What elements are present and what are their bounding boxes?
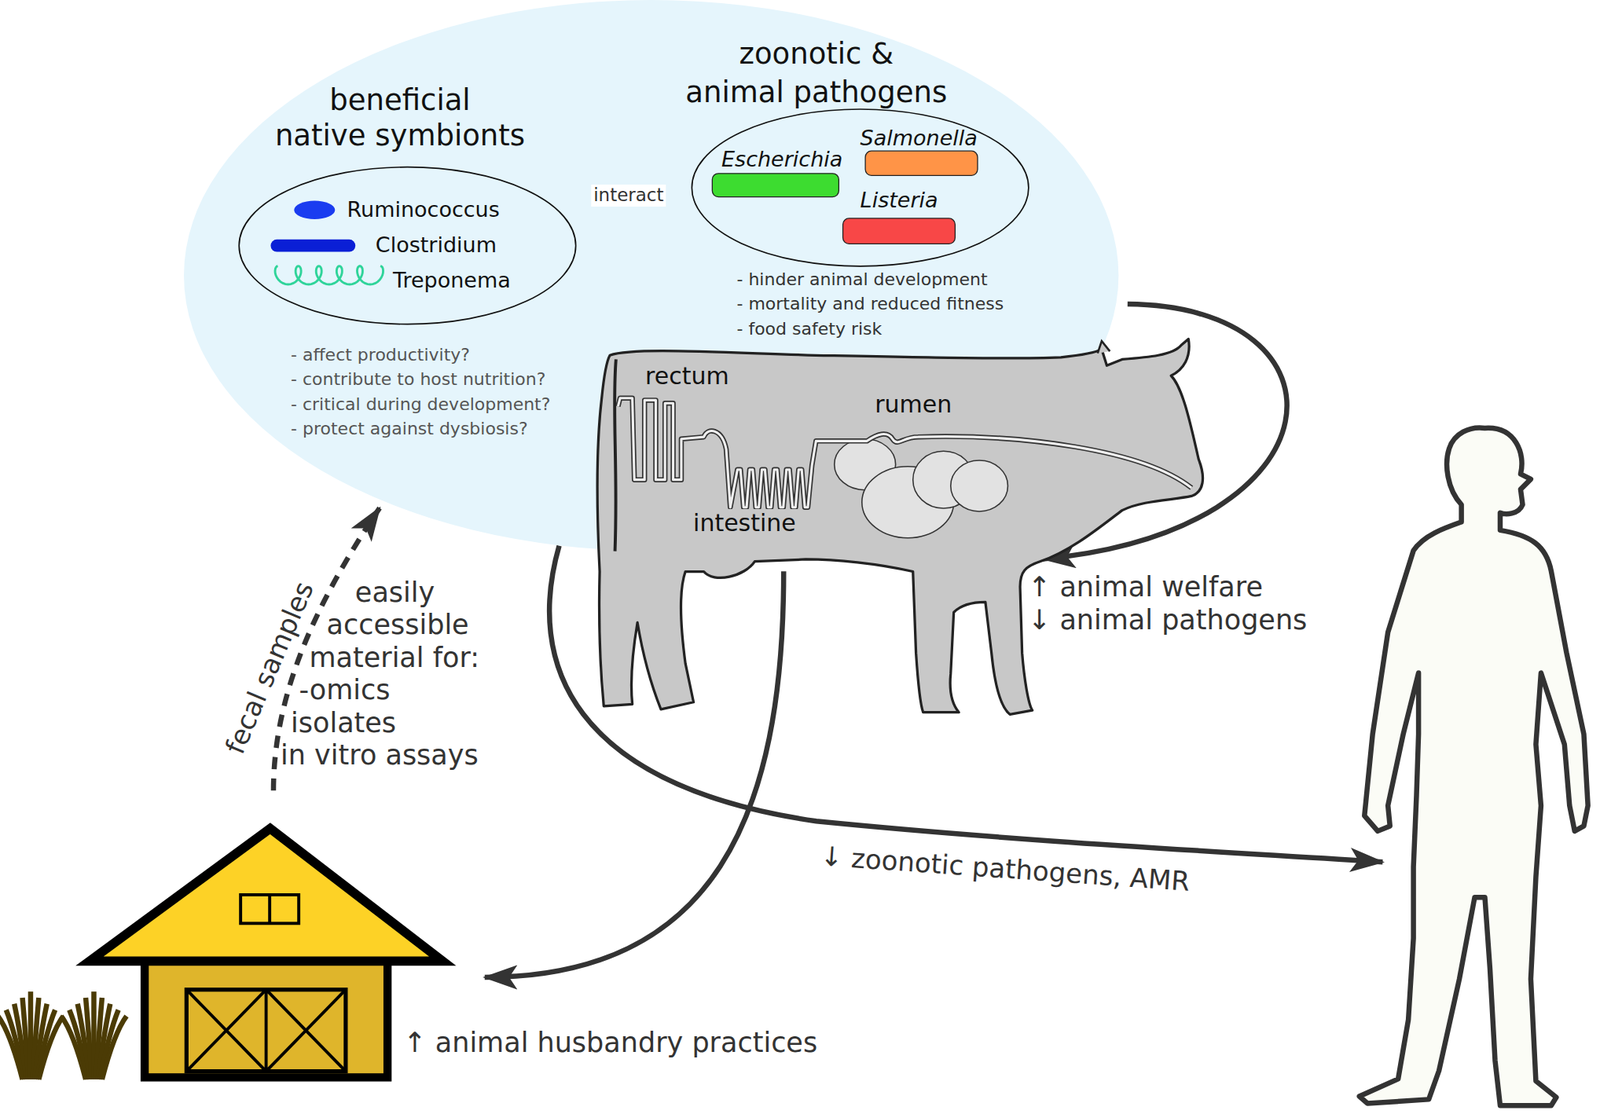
symbiont-group: beneficial native symbiontsRuminococcusC… [234,79,623,441]
organ-label: rectum [642,362,732,391]
edge-label: ↓ zoonotic pathogens, AMR [817,840,1194,899]
human-figure [1353,418,1597,1114]
effect-list: - hinder animal development - mortality … [736,267,1004,341]
grass-blade [22,998,30,1080]
organ-label: rumen [872,390,955,419]
bacterium-name: Ruminococcus [346,197,500,223]
human-figure-shape [1353,418,1597,1114]
bacterium-name: Escherichia [721,146,843,173]
text-line: - affect productivity? [290,342,551,367]
text-line: ↓ animal pathogens [1027,604,1307,638]
group-heading: beneficial native symbionts [275,83,525,153]
text-line: animal pathogens [685,73,947,112]
bacterium-name: Listeria [860,187,939,213]
text-line: accessible [326,609,480,643]
text-line: material for: [308,642,480,676]
text-line: -omics [298,674,480,708]
edge-label: fecal samples [217,575,321,762]
text-line: ↑ animal welfare [1027,571,1307,605]
text-line: in vitro assays [280,739,480,773]
text-line: - critical during development? [290,392,551,417]
cow-figure: rectum rumen intestine [592,333,1205,717]
text-line: - protect against dysbiosis? [290,416,551,441]
note-text: easily accessible material for: -omics i… [336,576,479,773]
grass-blade [85,998,92,1080]
edge-label: ↑ animal welfare ↓ animal pathogens [1025,571,1310,637]
grass-blade [38,1016,63,1080]
bacterium-name: Clostridium [375,232,497,258]
text-line: isolates [290,707,480,741]
text-line: - contribute to host nutrition? [290,366,551,392]
group-heading: zoonotic & animal pathogens [685,34,947,113]
organ-label: intestine [690,509,799,538]
text-line: beneficial [275,83,525,118]
text-line: easily [355,576,480,610]
bacterium-name: Salmonella [860,125,978,151]
text-line: - food safety risk [736,316,1004,342]
barn-figure-shape [79,816,453,1084]
question-list: - affect productivity? - contribute to h… [290,342,551,441]
dashed-arrow [273,508,380,792]
barn-figure [79,816,453,1084]
bacterium-name: Treponema [392,267,511,294]
text-line: native symbionts [275,118,525,154]
pathogen-group: zoonotic & animal pathogensEscherichia Sa… [683,30,1067,348]
grass-blade [102,1016,127,1080]
text-line: zoonotic & [685,34,947,74]
edge-label: ↑ animal husbandry practices [400,1026,820,1060]
text-line: - mortality and reduced fitness [736,291,1004,316]
text-line: - hinder animal development [736,267,1004,292]
